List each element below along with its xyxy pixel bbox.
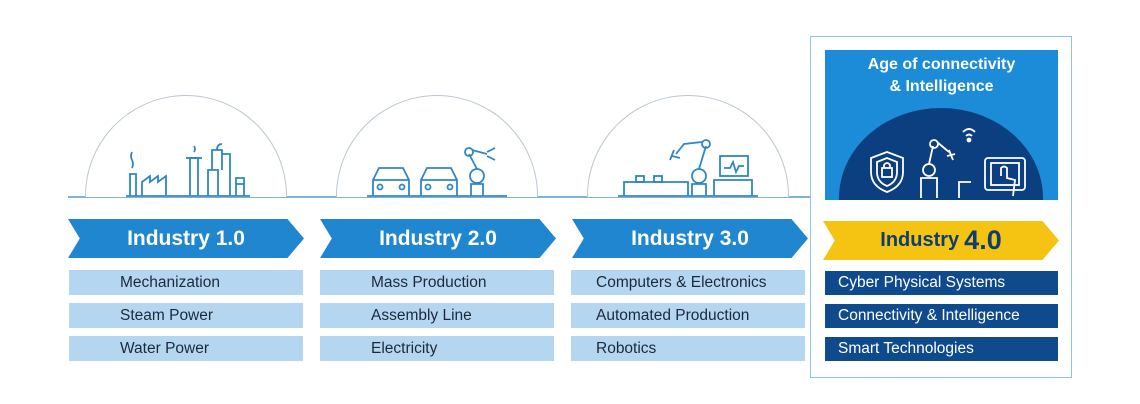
stage-3-title: Industry 3.0 [631,226,749,250]
tablet-touch-icon [984,157,1026,197]
stage-1-title: Industry 1.0 [127,226,245,250]
wireless-robot-arm-icon [920,128,976,198]
list-item: Water Power [69,336,303,361]
stage-4-title-word: Industry [880,229,960,251]
stage-1-dome [85,95,287,197]
timeline-line [68,196,813,198]
hero-heading: Age of connectivity & Intelligence [825,54,1058,98]
robot-arm-computer-icon [618,139,758,197]
stage-3-dome [587,95,789,197]
hero-illustration [839,108,1043,200]
list-item: Steam Power [69,303,303,328]
stage-2-list: Mass Production Assembly Line Electricit… [320,270,554,369]
stage-2-title: Industry 2.0 [379,226,497,250]
list-item: Robotics [571,336,805,361]
hero-heading-line-1: Age of connectivity [867,56,1016,73]
list-item: Automated Production [571,303,805,328]
list-item: Mechanization [69,270,303,295]
car-assembly-robot-icon [367,147,507,197]
industry-4-panel: Age of connectivity & Intelligence [810,36,1072,378]
stage-4-list: Cyber Physical Systems Connectivity & In… [825,271,1058,370]
stage-2-dome [336,95,538,197]
industry-4-hero: Age of connectivity & Intelligence [825,50,1058,200]
stage-1-arrow: Industry 1.0 [68,219,304,258]
stage-2-arrow: Industry 2.0 [320,219,556,258]
list-item: Mass Production [320,270,554,295]
factory-icon [126,143,250,197]
list-item: Cyber Physical Systems [825,271,1058,295]
list-item: Connectivity & Intelligence [825,304,1058,328]
stage-3-list: Computers & Electronics Automated Produc… [571,270,805,369]
stage-1-list: Mechanization Steam Power Water Power [69,270,303,369]
list-item: Smart Technologies [825,337,1058,361]
hero-heading-line-2: & Intelligence [889,78,994,95]
list-item: Assembly Line [320,303,554,328]
stage-3-arrow: Industry 3.0 [572,219,808,258]
stage-4-title-version: 4.0 [964,225,1002,255]
list-item: Electricity [320,336,554,361]
stage-4-arrow: Industry 4.0 [823,221,1059,260]
list-item: Computers & Electronics [571,270,805,295]
security-shield-icon [870,151,904,193]
